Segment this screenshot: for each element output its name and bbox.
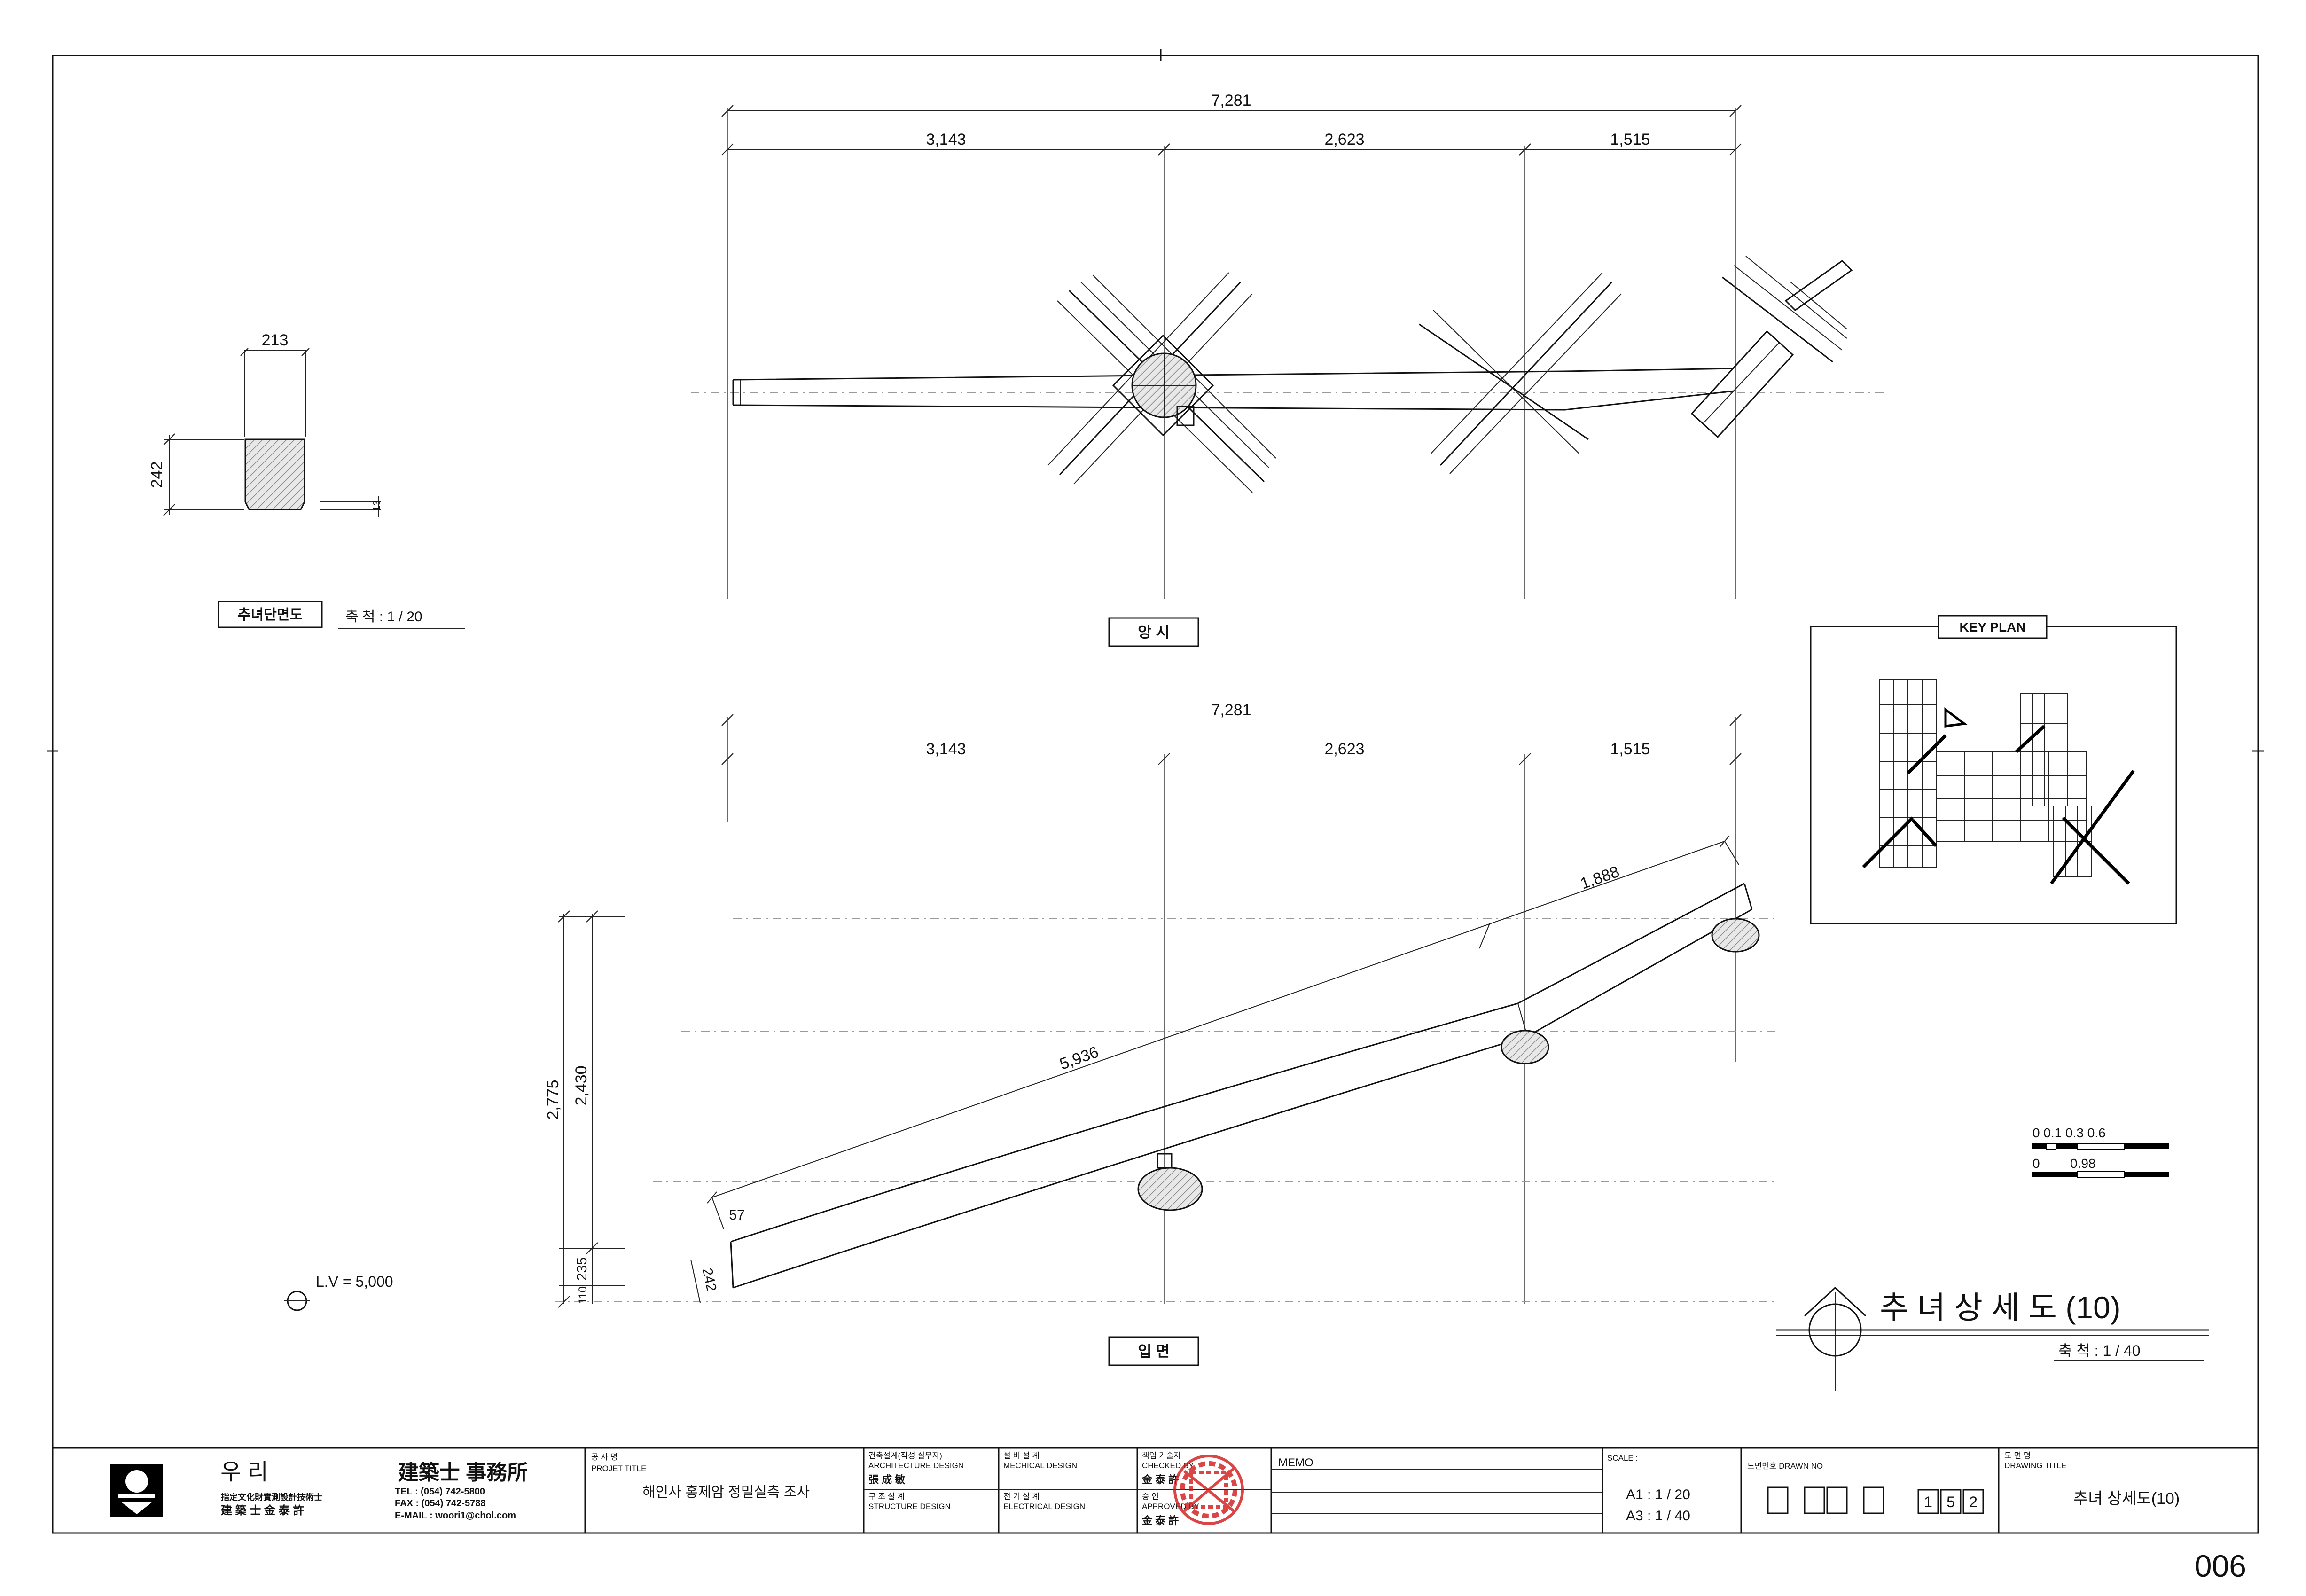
elev-dim-242: 242 <box>699 1267 719 1293</box>
checked-label-ko: 책임 기술자 <box>1142 1451 1181 1460</box>
checked-name: 金 泰 許 <box>1141 1474 1179 1486</box>
section-title: 추녀단면도 <box>238 607 303 623</box>
elev-dim-height-inner: 2,430 <box>572 1065 590 1105</box>
drawno-digit-2: 5 <box>1946 1494 1955 1510</box>
elev-support-3 <box>1711 918 1760 953</box>
mech-label-ko: 설 비 설 계 <box>1003 1451 1040 1460</box>
section-width: 213 <box>262 331 289 349</box>
section-chamfer: 13 <box>372 501 382 511</box>
plan-crossing-2 <box>1419 272 1622 474</box>
elev-support-1 <box>1137 1167 1203 1211</box>
key-plan-title: KEY PLAN <box>1959 620 2025 634</box>
scale-bar-bottom-mid: 0.98 <box>2070 1156 2096 1171</box>
elev-rafter-bottom <box>733 908 1752 1289</box>
drawno-digit-3: 2 <box>1969 1494 1978 1510</box>
memo-label: MEMO <box>1278 1456 1313 1469</box>
elev-dim-235: 235 <box>574 1257 590 1281</box>
plan-crossing-1 <box>1047 272 1276 493</box>
key-plan: KEY PLAN <box>1810 615 2177 924</box>
drawing-title-text: 추 녀 상 세 도 (10) <box>1880 1290 2121 1325</box>
firm-type: 建築士 事務所 <box>398 1461 528 1484</box>
plan-view-label: 앙 시 <box>1138 624 1170 641</box>
elev-dim-seg3: 1,515 <box>1610 740 1650 758</box>
elev-view-label: 입 면 <box>1138 1343 1170 1360</box>
plan-dim-seg2: 2,623 <box>1324 131 1364 149</box>
elev-rafter-top <box>730 883 1745 1243</box>
drawno-digit-1: 1 <box>1924 1494 1932 1510</box>
scale-bar-bottom-left: 0 <box>2032 1156 2040 1171</box>
plan-dim-seg1: 3,143 <box>926 131 966 149</box>
drawtitle-label-en: DRAWING TITLE <box>2004 1461 2066 1470</box>
plan-dim-total: 7,281 <box>1211 92 1251 110</box>
scale-a3: A3 : 1 / 40 <box>1626 1508 1690 1524</box>
checked-label-en: CHECKED BY <box>1142 1461 1194 1470</box>
arch-label-en: ARCHITECTURE DESIGN <box>868 1461 964 1470</box>
scale-bar: 0 0.1 0.3 0.6 0 0.98 <box>2032 1126 2169 1178</box>
plan-dim-seg3: 1,515 <box>1610 131 1650 149</box>
elev-dim-seg1: 3,143 <box>926 740 966 758</box>
plan-crossing-3 <box>1690 256 1853 438</box>
title-block: 우 리 建築士 事務所 指定文化財實測設計技術士 建 築 士 金 泰 許 TEL… <box>110 1448 2180 1533</box>
elec-label-ko: 전 기 설 계 <box>1003 1492 1040 1501</box>
elev-dim-height-total: 2,775 <box>544 1080 562 1119</box>
elev-dim-short: 1,888 <box>1578 863 1622 893</box>
section-height: 242 <box>148 462 166 488</box>
drawing-title-block: 추녀 상세도(10) <box>2073 1490 2180 1508</box>
elev-support-2 <box>1501 1030 1549 1064</box>
section-view: 213 242 13 추녀단면도 축 척 : 1 / 20 <box>148 331 465 629</box>
plan-view: 7,281 3,143 2,623 1,515 <box>691 92 1884 647</box>
page-number: 006 <box>2195 1549 2246 1583</box>
section-scale: 축 척 : 1 / 20 <box>345 609 422 625</box>
struct-label-ko: 구 조 설 계 <box>868 1492 905 1501</box>
section-shape <box>244 438 305 510</box>
scale-label: SCALE : <box>1607 1454 1638 1463</box>
elev-dim-57: 57 <box>729 1207 744 1223</box>
approved-label-ko: 승 인 <box>1142 1492 1159 1501</box>
approved-name: 金 泰 許 <box>1141 1515 1179 1526</box>
scale-bar-top-labels: 0 0.1 0.3 0.6 <box>2032 1126 2106 1140</box>
firm-line1: 指定文化財實測設計技術士 <box>221 1492 322 1502</box>
elev-dim-110: 110 <box>577 1286 589 1304</box>
firm-email: E-MAIL : woori1@chol.com <box>395 1510 516 1521</box>
firm-name: 우 리 <box>220 1460 268 1485</box>
elevation-view: 7,281 3,143 2,623 1,515 5,936 1,888 <box>284 701 1776 1366</box>
level-mark-label: L.V = 5,000 <box>316 1273 393 1290</box>
project-label-ko: 공 사 명 <box>591 1453 618 1462</box>
elev-dim-total: 7,281 <box>1211 701 1251 719</box>
drawing-title-scale: 축 척 : 1 / 40 <box>2058 1342 2141 1359</box>
project-title: 해인사 홍제암 정밀실측 조사 <box>642 1485 810 1500</box>
firm-tel: TEL : (054) 742-5800 <box>395 1486 485 1497</box>
drawtitle-label-ko: 도 면 명 <box>2004 1451 2031 1460</box>
firm-line2: 建 築 士 金 泰 許 <box>221 1504 304 1517</box>
elec-label-en: ELECTRICAL DESIGN <box>1003 1502 1085 1511</box>
firm-fax: FAX : (054) 742-5788 <box>395 1498 485 1509</box>
mech-label-en: MECHICAL DESIGN <box>1003 1461 1077 1470</box>
sheet-border <box>52 55 2259 1534</box>
arch-label-ko: 건축설계(작성 실무자) <box>868 1451 942 1460</box>
struct-label-en: STRUCTURE DESIGN <box>868 1502 951 1511</box>
project-label-en: PROJET TITLE <box>591 1464 646 1473</box>
arch-name: 張 成 敏 <box>868 1474 905 1486</box>
elev-dim-seg2: 2,623 <box>1324 740 1364 758</box>
drawing-title: 추 녀 상 세 도 (10) 축 척 : 1 / 40 <box>1776 1286 2209 1391</box>
drawno-label: 도면번호 DRAWN NO <box>1747 1462 1823 1471</box>
firm-logo-icon <box>110 1464 163 1517</box>
seal-stamp-icon <box>1173 1455 1244 1525</box>
scale-a1: A1 : 1 / 20 <box>1626 1487 1690 1502</box>
